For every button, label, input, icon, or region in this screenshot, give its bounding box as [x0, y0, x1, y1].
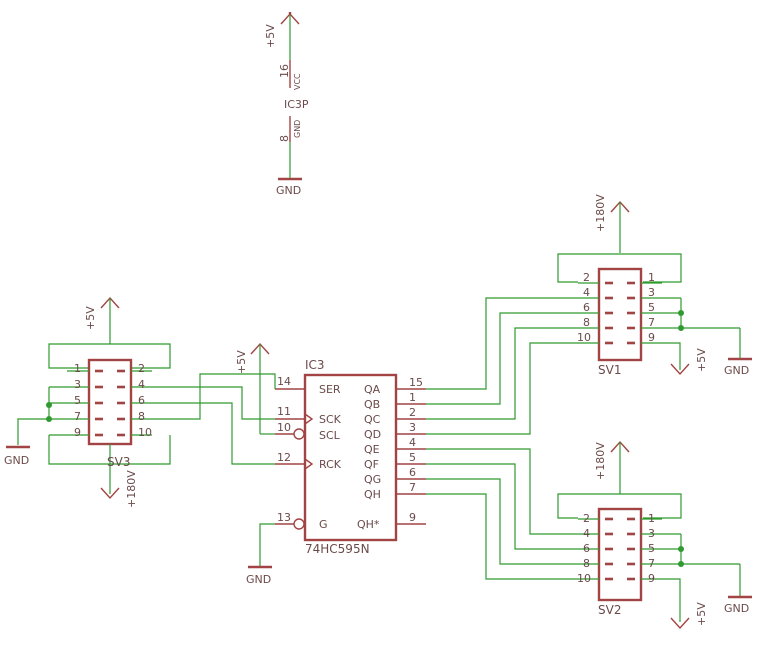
sv1-pads [605, 281, 635, 345]
ic3p-gnd-label: GND [276, 184, 301, 197]
ic3p-gnd-pin-name: GND [293, 120, 302, 138]
ic3-part-label: 74HC595N [305, 542, 370, 556]
sv1-vcc-label: +5V [695, 348, 708, 372]
ic3-pin-rck-number: 12 [277, 451, 291, 464]
sv3-hv-label: +180V [125, 470, 138, 508]
ic3-pin-qh-number: 7 [409, 481, 416, 494]
sv1-label: SV1 [598, 363, 621, 377]
ic3-pin-qc-name: QC [364, 413, 381, 426]
ic3-pin-qc-number: 2 [409, 406, 416, 419]
sv1-pin-2: 2 [583, 271, 590, 284]
sv1-pin-7: 7 [648, 316, 655, 329]
ic3-to-sv1-wires [426, 297, 578, 435]
sv3-pin-10: 10 [138, 426, 152, 439]
sv1-pin-8: 8 [583, 316, 590, 329]
sv1-pin-6: 6 [583, 301, 590, 314]
ic3-pin-qhstar-name: QH* [357, 518, 380, 531]
sv1-pin-3: 3 [648, 286, 655, 299]
sv3-pin-6: 6 [138, 394, 145, 407]
ic3-scl-vcc-label: +5V [235, 350, 248, 374]
sv3-pin-8: 8 [138, 410, 145, 423]
ic3-pin-qa-name: QA [364, 383, 381, 396]
sv1-pin-1: 1 [648, 271, 655, 284]
ic3-pin-qd-name: QD [364, 428, 381, 441]
ic3p-label: IC3P [284, 98, 309, 111]
sv2-label: SV2 [598, 603, 621, 617]
sv3-pin-1: 1 [74, 362, 81, 375]
sv2-connector: +180V GND +5V 2 4 6 8 10 1 3 [557, 440, 752, 630]
sv2-pin-7: 7 [648, 557, 655, 570]
ic3-pin-sck-number: 11 [277, 405, 291, 418]
sv2-pin-8: 8 [583, 557, 590, 570]
ic3-pin-g-name: G [319, 518, 328, 531]
ic3p-vcc-label: +5V [264, 24, 277, 48]
sv2-pin-9: 9 [648, 572, 655, 585]
ic3-shift-register: IC3 74HC595N 14 SER 11 SCK 10 SCL 12 RCK… [235, 342, 426, 586]
ic3-pin-scl-name: SCL [319, 429, 341, 442]
ic3-pin-qf-number: 5 [409, 451, 416, 464]
sv3-pin-2: 2 [138, 362, 145, 375]
ic3-pin-qb-number: 1 [409, 391, 416, 404]
ic3-ref-label: IC3 [305, 358, 325, 372]
sv3-pin-3: 3 [74, 378, 81, 391]
ic3-to-sv2-wires [426, 448, 578, 580]
sv3-vcc-label: +5V [84, 306, 97, 330]
ic3p-vcc-pin-name: VCC [293, 73, 302, 90]
ic3-pin-qg-name: QG [364, 473, 381, 486]
sv2-pin-10: 10 [577, 572, 591, 585]
ic3-g-gnd-label: GND [246, 573, 271, 586]
sv1-hv-label: +180V [594, 194, 607, 232]
sv3-pin-5: 5 [74, 394, 81, 407]
sv3-pin-7: 7 [74, 410, 81, 423]
sv2-pin-5: 5 [648, 542, 655, 555]
ic3-pin-rck-name: RCK [319, 458, 342, 471]
ic3-pin-sck-name: SCK [319, 413, 342, 426]
ic3-pin-qh-name: QH [364, 488, 381, 501]
ic3-pin-qf-name: QF [364, 458, 379, 471]
sv3-pin-9: 9 [74, 426, 81, 439]
ic3p-power-unit: +5V 16 VCC IC3P 8 GND GND [264, 12, 309, 197]
sv2-pin-1: 1 [648, 512, 655, 525]
ic3-pin-ser-name: SER [319, 383, 341, 396]
ic3-pin-ser-number: 14 [277, 375, 291, 388]
sv1-pin-9: 9 [648, 331, 655, 344]
ic3-pin-qd-number: 3 [409, 421, 416, 434]
ic3-pin-g-number: 13 [277, 511, 291, 524]
ic3-pin-qa-number: 15 [409, 376, 423, 389]
sv1-connector: +180V GND +5V 2 4 6 8 10 1 3 [557, 194, 752, 377]
ic3-pin-qg-number: 6 [409, 466, 416, 479]
sv1-pin-5: 5 [648, 301, 655, 314]
ic3-pin-qe-name: QE [364, 443, 380, 456]
sv2-pin-3: 3 [648, 527, 655, 540]
sv2-pads [605, 517, 635, 581]
ic3p-gnd-pin-number: 8 [278, 135, 291, 142]
ic3-pin-scl-number: 10 [277, 421, 291, 434]
ic3-pin-qe-number: 4 [409, 436, 416, 449]
sv2-pin-6: 6 [583, 542, 590, 555]
ic3-pin-qhstar-number: 9 [409, 511, 416, 524]
sv1-gnd-label: GND [724, 364, 749, 377]
sv2-vcc-label: +5V [695, 602, 708, 626]
sv3-to-ic3-wires [152, 373, 276, 465]
sv3-pads [95, 369, 125, 437]
sv2-pin-4: 4 [583, 527, 590, 540]
sv3-label: SV3 [107, 455, 130, 469]
sv3-pin-4: 4 [138, 378, 145, 391]
sv1-pin-4: 4 [583, 286, 590, 299]
sv2-gnd-label: GND [724, 602, 749, 615]
sv3-gnd-label: GND [4, 454, 29, 467]
ic3p-vcc-pin-number: 16 [278, 64, 291, 78]
ic3-pin-qb-name: QB [364, 398, 380, 411]
sv2-hv-label: +180V [594, 442, 607, 480]
sv3-connector: +5V GND +180V [4, 296, 171, 508]
sv2-pin-2: 2 [583, 512, 590, 525]
sv1-pin-10: 10 [577, 331, 591, 344]
